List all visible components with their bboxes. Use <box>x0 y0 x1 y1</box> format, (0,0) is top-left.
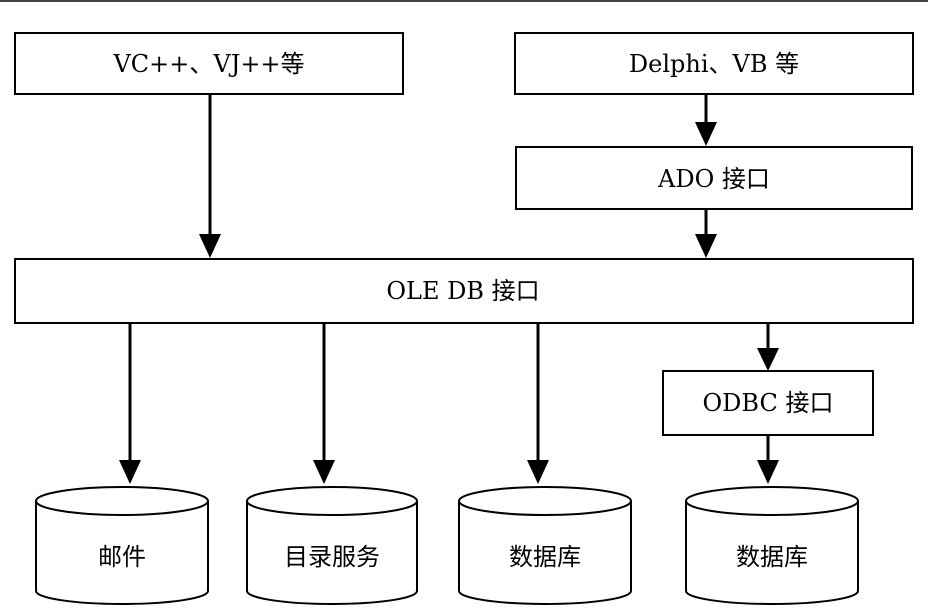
oledb-box: OLE DB 接口 <box>14 258 914 324</box>
database2-store: 数据库 <box>685 486 859 605</box>
odbc-label: ODBC 接口 <box>703 389 834 417</box>
mail-store: 邮件 <box>35 486 209 605</box>
mail-label: 邮件 <box>98 543 146 571</box>
delphi-box: Delphi、VB 等 <box>514 32 914 95</box>
arrow-oledb-to-odbc <box>757 323 779 371</box>
arrow-vc-to-oledb <box>199 94 221 258</box>
arrow-delphi-to-ado <box>695 94 717 146</box>
directory-store: 目录服务 <box>246 486 418 605</box>
delphi-label: Delphi、VB 等 <box>629 50 799 78</box>
database1-label: 数据库 <box>509 543 581 571</box>
vc-box: VC++、VJ++等 <box>14 32 404 95</box>
database2-label: 数据库 <box>736 543 808 571</box>
vc-label: VC++、VJ++等 <box>112 50 304 78</box>
arrow-ado-to-oledb <box>695 209 717 258</box>
database1-store: 数据库 <box>458 486 632 605</box>
ado-box: ADO 接口 <box>515 146 913 210</box>
directory-label: 目录服务 <box>284 543 380 571</box>
arrow-odbc-to-database2 <box>757 435 779 484</box>
odbc-box: ODBC 接口 <box>662 370 874 436</box>
oledb-label: OLE DB 接口 <box>386 277 539 305</box>
arrow-oledb-to-mail <box>119 323 141 484</box>
ado-label: ADO 接口 <box>657 165 770 193</box>
arrow-oledb-to-directory <box>313 323 335 484</box>
arrow-oledb-to-database1 <box>527 323 549 484</box>
